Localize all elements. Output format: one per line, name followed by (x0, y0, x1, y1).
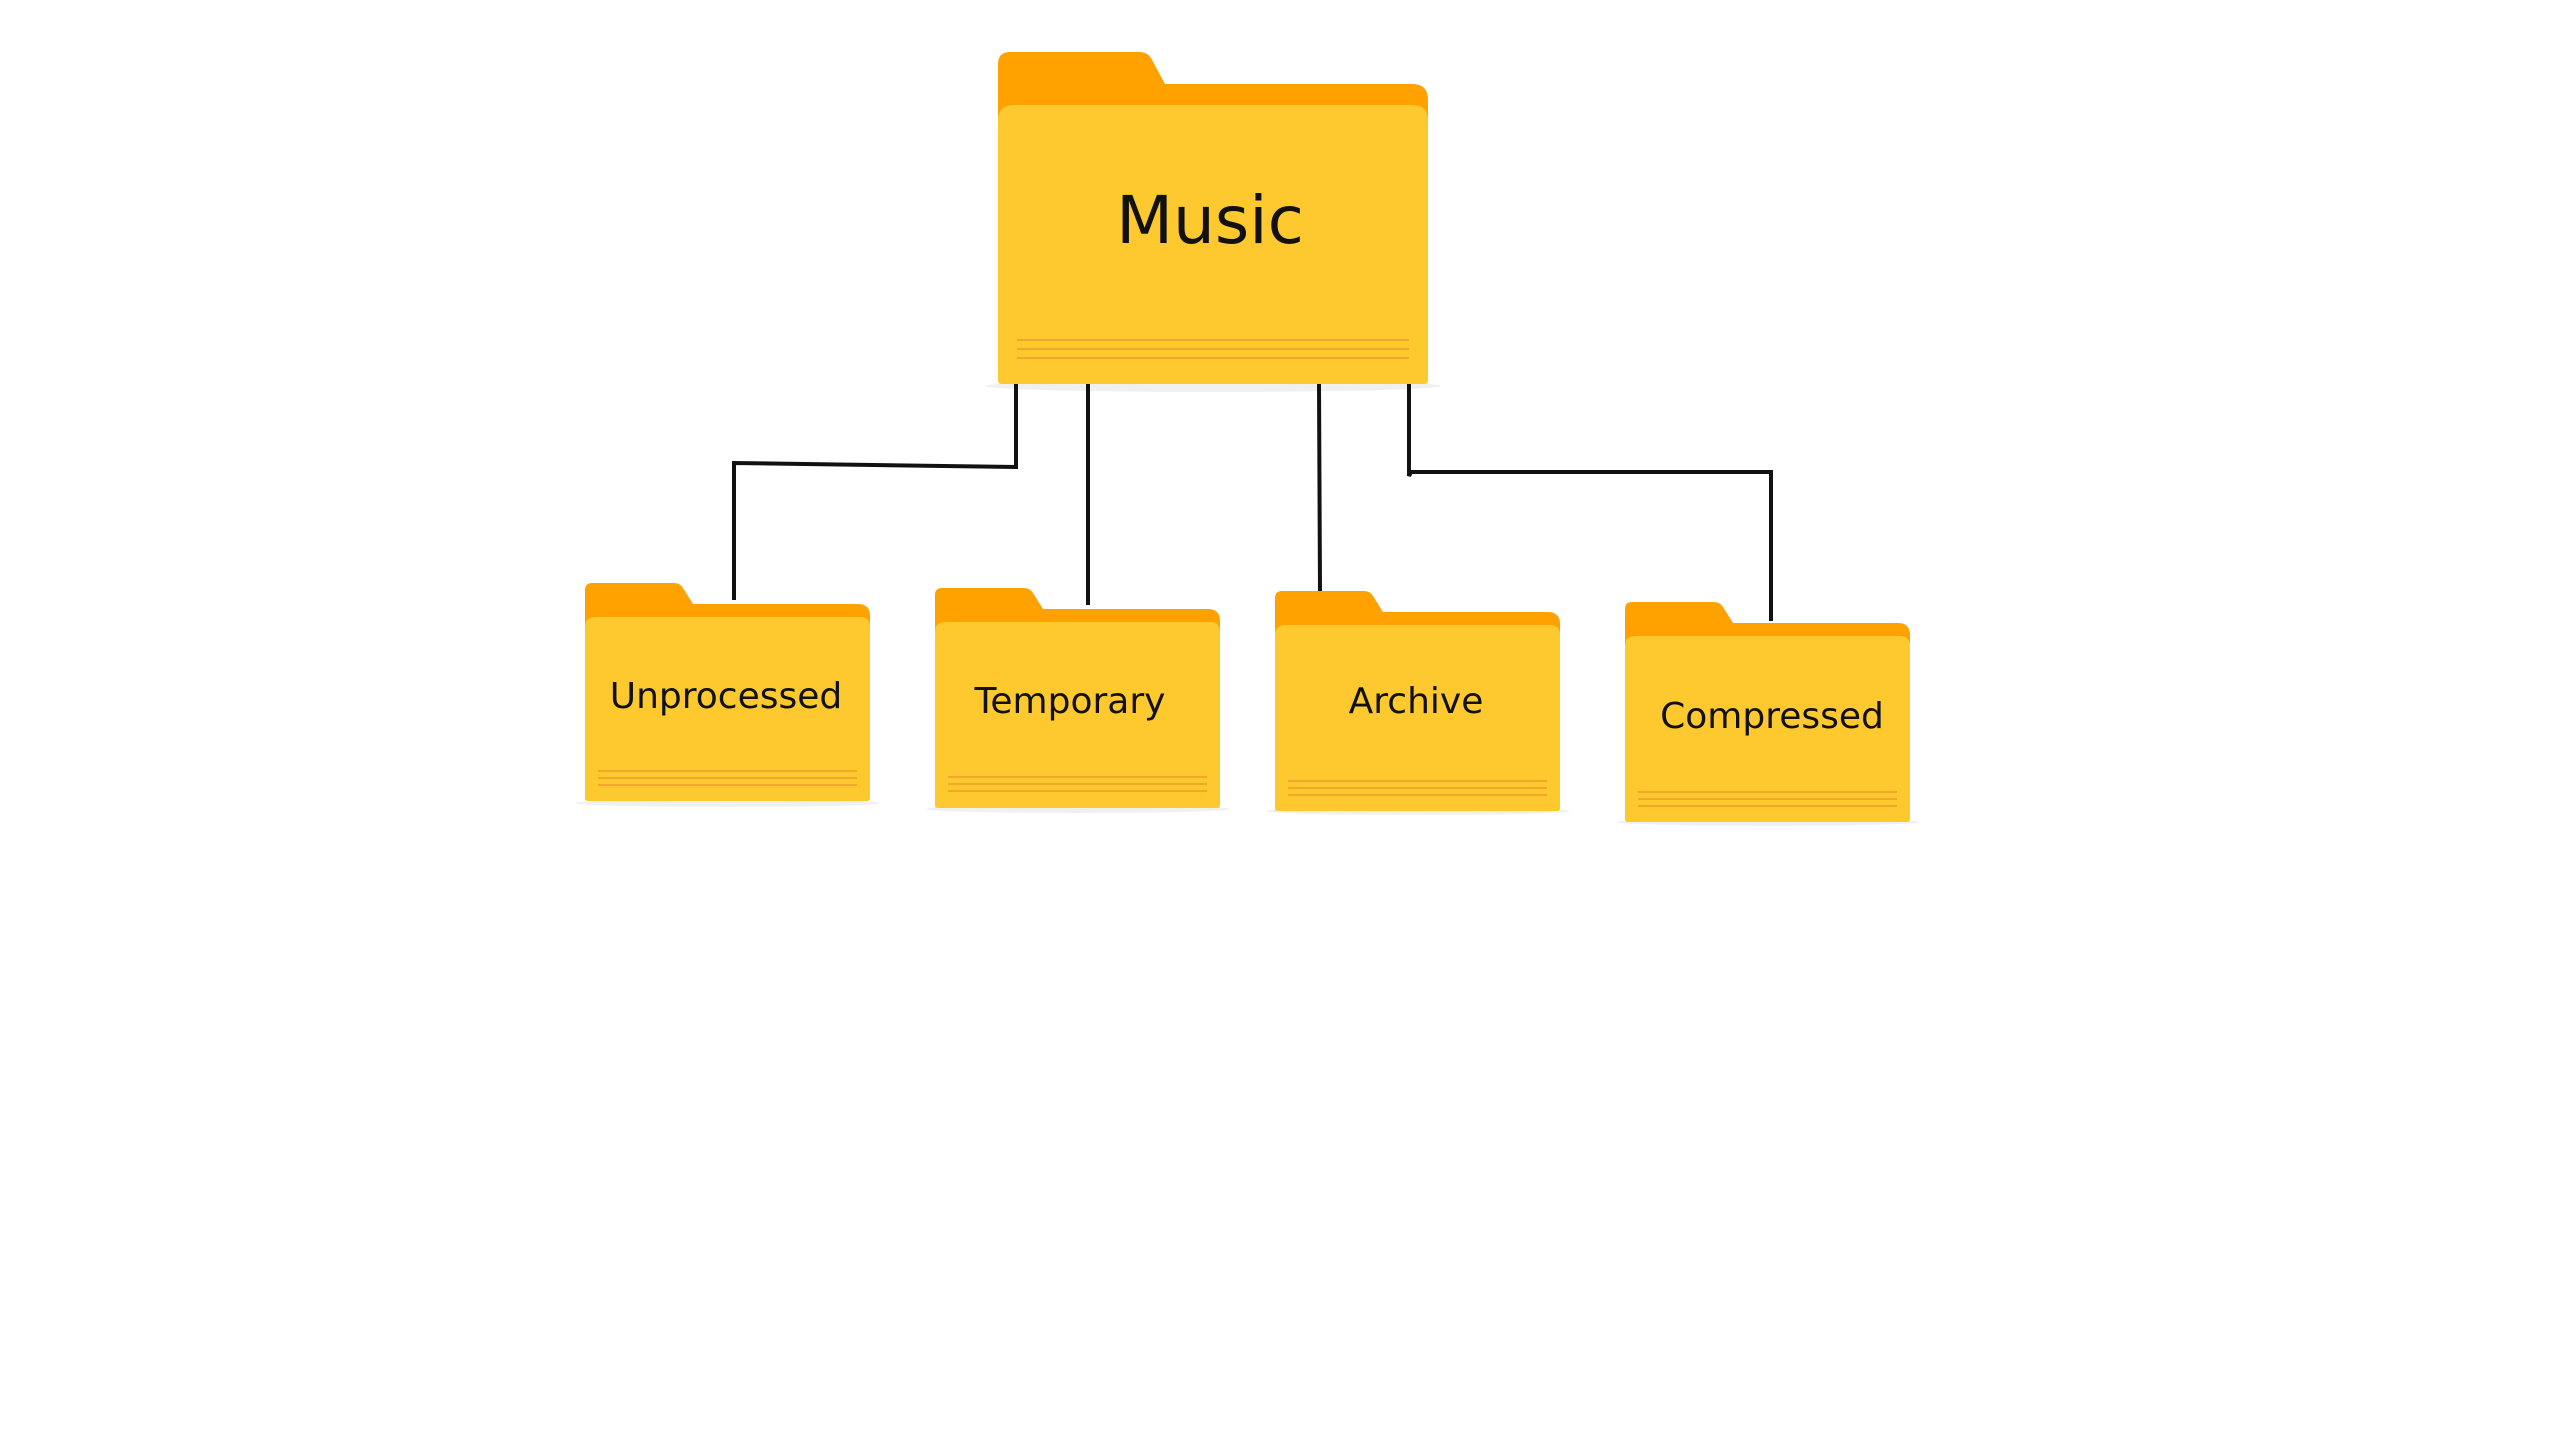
folder-icon (1266, 591, 1570, 815)
folder-icon (926, 588, 1230, 813)
folder-compressed[interactable]: Compressed (1616, 602, 1920, 826)
folder-icon (985, 52, 1441, 392)
folder-archive[interactable]: Archive (1266, 591, 1570, 815)
folder-unprocessed[interactable]: Unprocessed (576, 583, 880, 807)
folder-music[interactable]: Music (985, 52, 1441, 392)
folder-label-compressed: Compressed (1660, 696, 1884, 737)
folder-label-temporary: Temporary (974, 681, 1166, 722)
connector-root-to-compressed (1407, 383, 1773, 621)
folder-label-unprocessed: Unprocessed (610, 676, 843, 717)
connector-root-to-archive (1316, 382, 1323, 595)
connector-root-to-unprocessed (732, 383, 1018, 600)
folder-temporary[interactable]: Temporary (926, 588, 1230, 813)
folder-icon (576, 583, 880, 807)
connectors (732, 382, 1773, 621)
folder-label-music: Music (1116, 182, 1304, 259)
folder-label-archive: Archive (1349, 681, 1484, 722)
folder-icon (1616, 602, 1920, 826)
